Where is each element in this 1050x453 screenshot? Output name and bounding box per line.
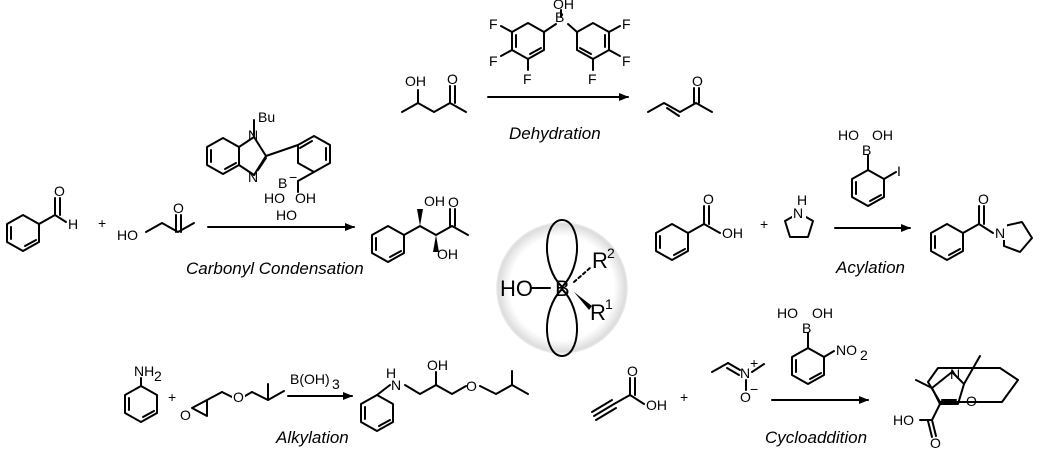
aniline-sub: 2 bbox=[154, 368, 162, 384]
nitrone-o: O bbox=[740, 389, 751, 405]
cat-boronate-minus: − bbox=[289, 169, 297, 185]
center-r1: R bbox=[590, 300, 606, 325]
plus-sign-4: + bbox=[680, 389, 688, 405]
cat-boronate-ho1: HO bbox=[264, 190, 285, 206]
hydroxyacetone-ho: HO bbox=[117, 227, 138, 243]
alkyl-product-oh: OH bbox=[427, 357, 448, 373]
dehydration-reaction: OH O B OH F F F F F F Dehydration O bbox=[401, 0, 713, 143]
cyclo-cat-ho: HO bbox=[777, 305, 798, 321]
cyclo-cat-b: B bbox=[802, 320, 811, 336]
amide-o: O bbox=[978, 191, 989, 207]
acylation-caption: Acylation bbox=[835, 258, 905, 277]
dehydration-caption: Dehydration bbox=[509, 124, 601, 143]
dehyd-cat-f5: F bbox=[622, 53, 631, 69]
isox-o: O bbox=[966, 393, 977, 409]
cat-boronate-b: B bbox=[278, 175, 287, 191]
dehyd-cat-boron: B bbox=[555, 9, 564, 25]
isox-n: N bbox=[950, 366, 960, 382]
diol-oh2: OH bbox=[437, 246, 458, 262]
plus-sign-3: + bbox=[168, 389, 176, 405]
center-r2: R bbox=[592, 248, 608, 273]
cat-boronate-ho2: HO bbox=[276, 207, 297, 223]
alkyl-product-n: N bbox=[391, 377, 401, 393]
nitrone-n: N bbox=[740, 365, 750, 381]
dehyd-cat-f3: F bbox=[523, 71, 532, 87]
hydroxyacetone-o: O bbox=[173, 200, 184, 216]
propiolic-oh: OH bbox=[646, 397, 667, 413]
carbonyl-condensation-reaction: O H + HO O N N Bu B − HO OH HO Carbonyl bbox=[6, 109, 469, 278]
alkyl-product-h: H bbox=[386, 365, 396, 381]
alkylation-reaction: NH 2 + O O B(OH) 3 Alkylation N H OH O bbox=[124, 357, 529, 447]
acyl-cat-i: I bbox=[897, 163, 901, 179]
center-r2-sup: 2 bbox=[607, 245, 615, 261]
boric-acid-sub: 3 bbox=[332, 376, 340, 392]
butyl-label: Bu bbox=[258, 109, 275, 125]
center-r1-sup: 1 bbox=[605, 296, 613, 312]
center-boron: B bbox=[555, 276, 570, 301]
boron-center-motif: HO B R 2 R 1 bbox=[496, 219, 628, 357]
cyclo-cat-no-sub: 2 bbox=[860, 347, 868, 363]
carbonyl-caption: Carbonyl Condensation bbox=[186, 259, 364, 278]
diol-oh1: OH bbox=[424, 193, 445, 209]
cyclo-cat-no: NO bbox=[836, 342, 857, 358]
nitrone-plus: + bbox=[750, 355, 758, 371]
dehyd-substrate-o: O bbox=[447, 71, 458, 87]
pyrrolidine-n: N bbox=[793, 205, 803, 221]
center-ho: HO bbox=[500, 276, 533, 301]
isox-ho: HO bbox=[893, 412, 914, 428]
propiolic-o: O bbox=[627, 363, 638, 379]
acyl-cat-oh: OH bbox=[872, 127, 893, 143]
pyrrolidine-h: H bbox=[797, 192, 807, 208]
dehyd-cat-f6: F bbox=[588, 71, 597, 87]
cyclo-cat-oh: OH bbox=[812, 305, 833, 321]
benzimidazole-n2: N bbox=[248, 169, 258, 185]
acid-oh: OH bbox=[722, 225, 743, 241]
dehyd-product-o: O bbox=[692, 73, 703, 89]
plus-sign-2: + bbox=[760, 216, 768, 232]
isox-carbonyl-o: O bbox=[930, 435, 941, 451]
aniline-nh: NH bbox=[134, 363, 154, 379]
amide-n: N bbox=[995, 225, 1005, 241]
dehyd-cat-oh: OH bbox=[553, 0, 574, 12]
acyl-cat-b: B bbox=[862, 142, 871, 158]
boric-acid: B(OH) bbox=[290, 371, 330, 387]
alkylation-caption: Alkylation bbox=[275, 428, 349, 447]
dehyd-substrate-oh: OH bbox=[405, 73, 426, 89]
acyl-cat-ho: HO bbox=[838, 127, 859, 143]
acid-o: O bbox=[703, 191, 714, 207]
cycloaddition-caption: Cycloaddition bbox=[765, 428, 867, 447]
benzaldehyde-o: O bbox=[54, 183, 65, 199]
cat-boronate-oh1: OH bbox=[295, 190, 316, 206]
acylation-reaction: O OH + N H B HO OH I Acylation N O bbox=[655, 127, 1033, 277]
dehyd-cat-f2: F bbox=[489, 53, 498, 69]
nitrone-minus: − bbox=[750, 381, 758, 397]
ether-o: O bbox=[233, 389, 244, 405]
benzaldehyde-h: H bbox=[68, 216, 78, 232]
alkyl-product-o: O bbox=[466, 378, 477, 394]
plus-sign-1: + bbox=[98, 215, 106, 231]
benzimidazole-n1: N bbox=[248, 127, 258, 143]
dehyd-cat-f1: F bbox=[489, 16, 498, 32]
epoxide-o: O bbox=[180, 407, 191, 423]
diol-o: O bbox=[448, 194, 459, 210]
cycloaddition-reaction: O OH + N + O − B HO OH NO 2 Cycloadditio… bbox=[591, 305, 1019, 451]
dehyd-cat-f4: F bbox=[622, 16, 631, 32]
